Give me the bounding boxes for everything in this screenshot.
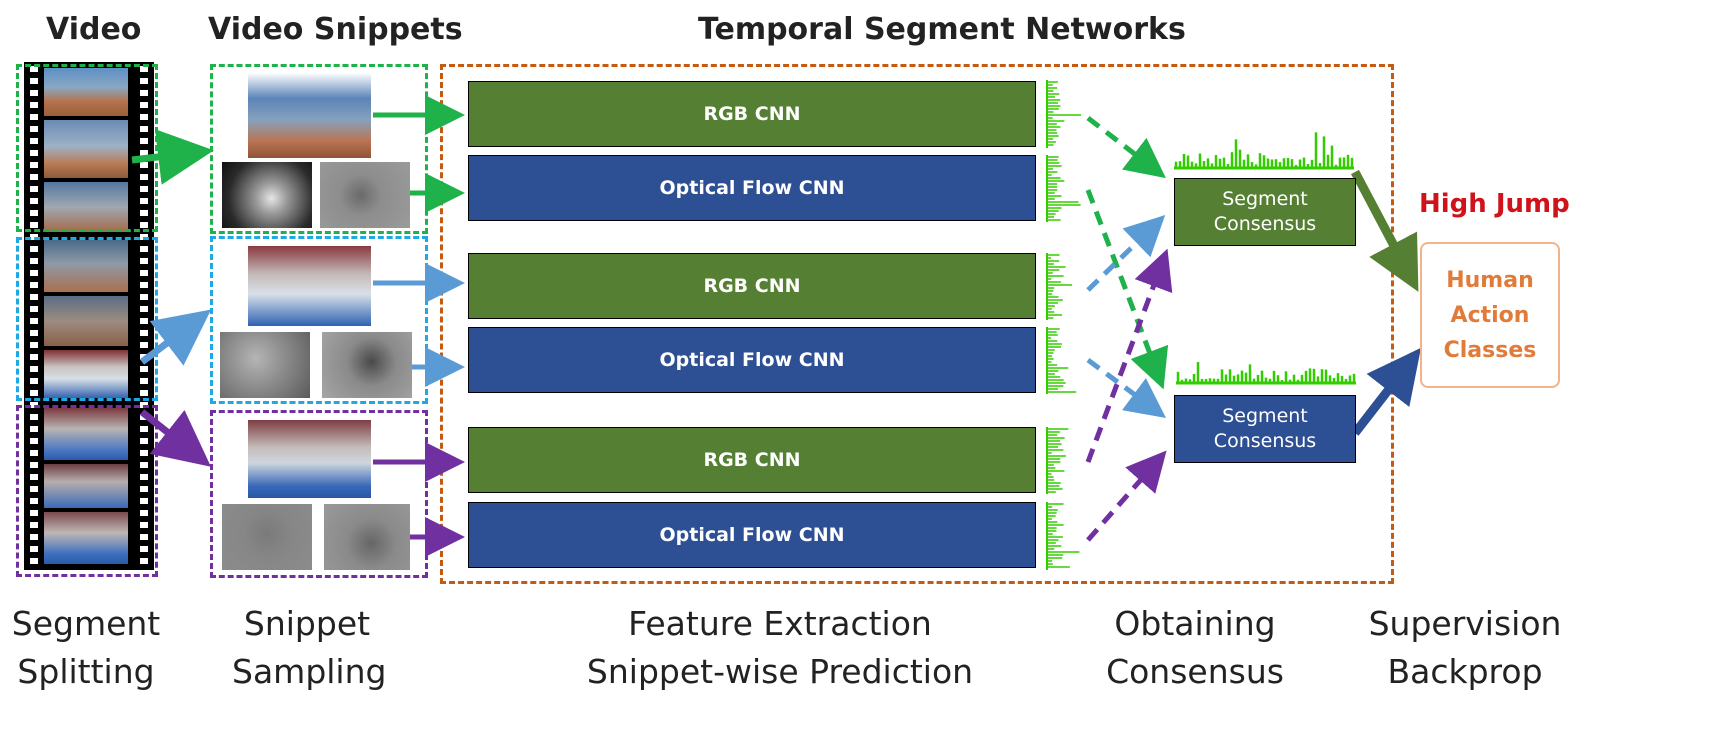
film-sprocket-holes	[30, 66, 148, 564]
film-frame	[44, 350, 128, 398]
rgb-cnn-3: RGB CNN	[468, 427, 1036, 493]
rgb-cnn-1: RGB CNN	[468, 81, 1036, 147]
caption-segment-splitting: Segment Splitting	[6, 600, 166, 696]
caption-line: Snippet	[243, 604, 371, 643]
tsn-frame	[440, 64, 1394, 584]
snippet-2-rgb-image	[248, 246, 371, 326]
caption-line: Obtaining	[1114, 604, 1276, 643]
snippet-3-rgb-image	[248, 420, 371, 498]
split-arrow-3	[139, 409, 211, 467]
film-frame	[44, 182, 128, 232]
segment-consensus-rgb: Segment Consensus	[1174, 178, 1356, 246]
caption-line: Feature Extraction	[628, 604, 932, 643]
predicted-class-label: High Jump	[1419, 189, 1570, 219]
segment-consensus-flow-line2: Consensus	[1213, 430, 1317, 452]
snippet-3-flow-image-x	[222, 504, 312, 570]
human-action-classes-box: Human Action Classes	[1420, 242, 1560, 388]
rgb-cnn-2: RGB CNN	[468, 253, 1036, 319]
consensus-arrow-flow-3	[1086, 450, 1167, 542]
optical-flow-cnn-2: Optical Flow CNN	[468, 327, 1036, 393]
film-frame	[44, 296, 128, 346]
consensus-arrow-flow-1	[1085, 189, 1169, 390]
header-video-snippets: Video Snippets	[208, 12, 463, 47]
caption-snippet-sampling: Snippet Sampling	[232, 600, 387, 696]
snippet-2-flow-image-x	[220, 332, 310, 398]
segment-consensus-flow: Segment Consensus	[1174, 395, 1356, 463]
film-frame	[44, 512, 128, 564]
caption-line: Segment	[11, 604, 161, 643]
consensus-arrow-flow-2	[1086, 357, 1167, 418]
film-frame	[44, 240, 128, 292]
segment-consensus-flow-line1: Segment	[1222, 405, 1308, 427]
caption-line: Splitting	[17, 652, 155, 691]
caption-line: Backprop	[1387, 652, 1543, 691]
header-video: Video	[46, 12, 142, 47]
snippet-1-flow-image-y	[320, 162, 410, 228]
caption-supervision-backprop: Supervision Backprop	[1360, 600, 1570, 696]
supervision-arrow-rgb	[1351, 169, 1419, 292]
optical-flow-cnn-3: Optical Flow CNN	[468, 502, 1036, 568]
snippet-1-rgb-image	[248, 73, 371, 158]
consensus-arrow-rgb-2	[1086, 215, 1166, 292]
caption-obtaining-consensus: Obtaining Consensus	[1100, 600, 1290, 696]
split-arrow-1	[131, 129, 214, 185]
snippet-1-flow-image-x	[222, 162, 312, 228]
snippet-2-flow-image-y	[322, 332, 412, 398]
snippet-2-frame	[210, 236, 428, 404]
caption-line: Sampling	[232, 652, 387, 691]
segment-consensus-rgb-line2: Consensus	[1213, 213, 1317, 235]
film-frame	[44, 120, 128, 178]
film-frame	[44, 68, 128, 116]
consensus-arrow-rgb-1	[1086, 116, 1166, 179]
consensus-arrow-rgb-3	[1085, 248, 1173, 463]
caption-line: Supervision	[1368, 604, 1562, 643]
snippet-3-flow-image-y	[324, 504, 410, 570]
human-action-classes-label: Human Action Classes	[1443, 267, 1537, 363]
segment-3-frame	[16, 405, 158, 577]
caption-feature-extraction: Feature Extraction Snippet-wise Predicti…	[560, 600, 1000, 696]
film-frame	[44, 408, 128, 460]
optical-flow-cnn-1: Optical Flow CNN	[468, 155, 1036, 221]
caption-line: Snippet-wise Prediction	[586, 652, 974, 691]
split-arrow-2	[139, 309, 212, 366]
caption-line: Consensus	[1106, 652, 1284, 691]
snippet-3-frame	[210, 410, 428, 578]
segment-consensus-rgb-line1: Segment	[1222, 188, 1308, 210]
film-frame	[44, 464, 128, 508]
header-temporal-segment-networks: Temporal Segment Networks	[698, 12, 1186, 47]
supervision-arrow-flow	[1351, 347, 1422, 436]
